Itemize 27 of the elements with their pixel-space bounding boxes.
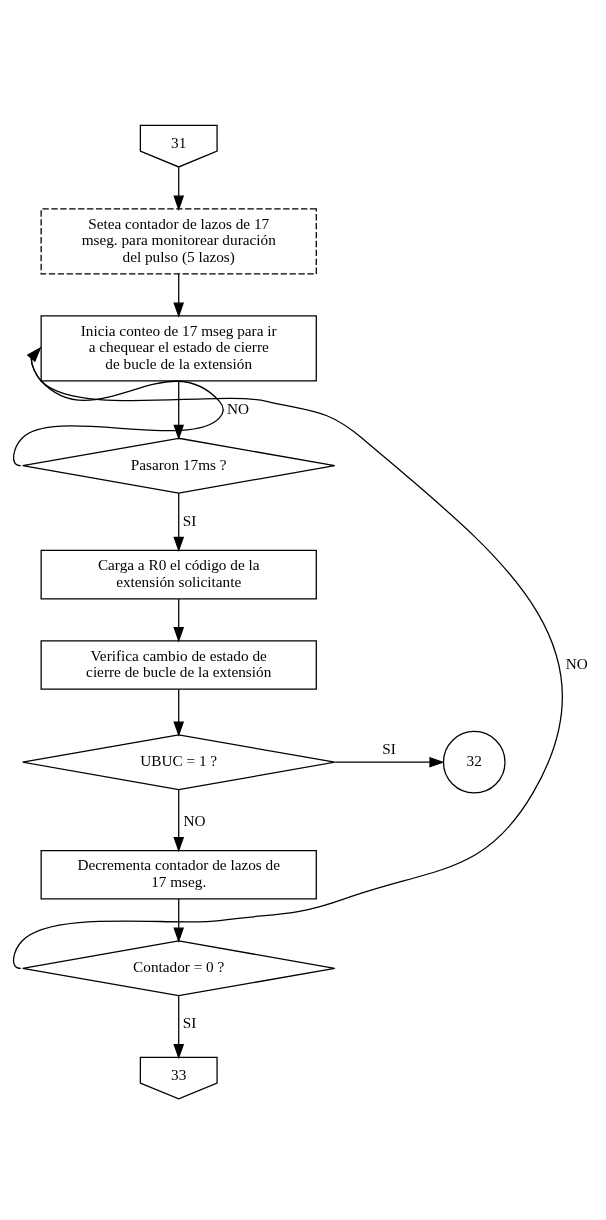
arrow xyxy=(173,492,185,553)
node-box: Carga a R0 el código de la extensión solicitante xyxy=(40,549,317,600)
arrow xyxy=(173,995,185,1060)
node-diamond: Pasaron 17ms ? xyxy=(22,437,336,494)
arrow xyxy=(12,347,563,969)
arrow xyxy=(173,598,185,643)
edge-label: NO xyxy=(183,811,206,829)
edge-label: SI xyxy=(382,740,396,758)
arrow xyxy=(334,756,445,768)
node-diamond: UBUC = 1 ? xyxy=(22,734,336,791)
node-diamond: Contador = 0 ? xyxy=(22,940,336,997)
edge-label: NO xyxy=(565,654,588,672)
arrow xyxy=(173,273,185,318)
node-box: Inicia conteo de 17 mseg para ir a chequear el estado de cierre de bucle de la extensión xyxy=(40,315,317,382)
node-box: Setea contador de lazos de 17 mseg. para monitorear duración del pulso (5 lazos) xyxy=(40,208,317,275)
edge-label: SI xyxy=(182,511,197,529)
node-box: Decrementa contador de lazos de 17 mseg. xyxy=(40,849,317,900)
arrow xyxy=(173,898,185,943)
arrow xyxy=(173,166,185,211)
arrow xyxy=(173,380,185,441)
edge-label: NO xyxy=(226,399,249,417)
arrow xyxy=(12,347,224,467)
node-box: Verifica cambio de estado de cierre de bucle de la extensión xyxy=(40,640,317,690)
arrow xyxy=(173,789,185,853)
node-circle: 32 xyxy=(442,730,506,794)
edge-label: SI xyxy=(182,1014,197,1032)
arrow xyxy=(173,689,185,737)
